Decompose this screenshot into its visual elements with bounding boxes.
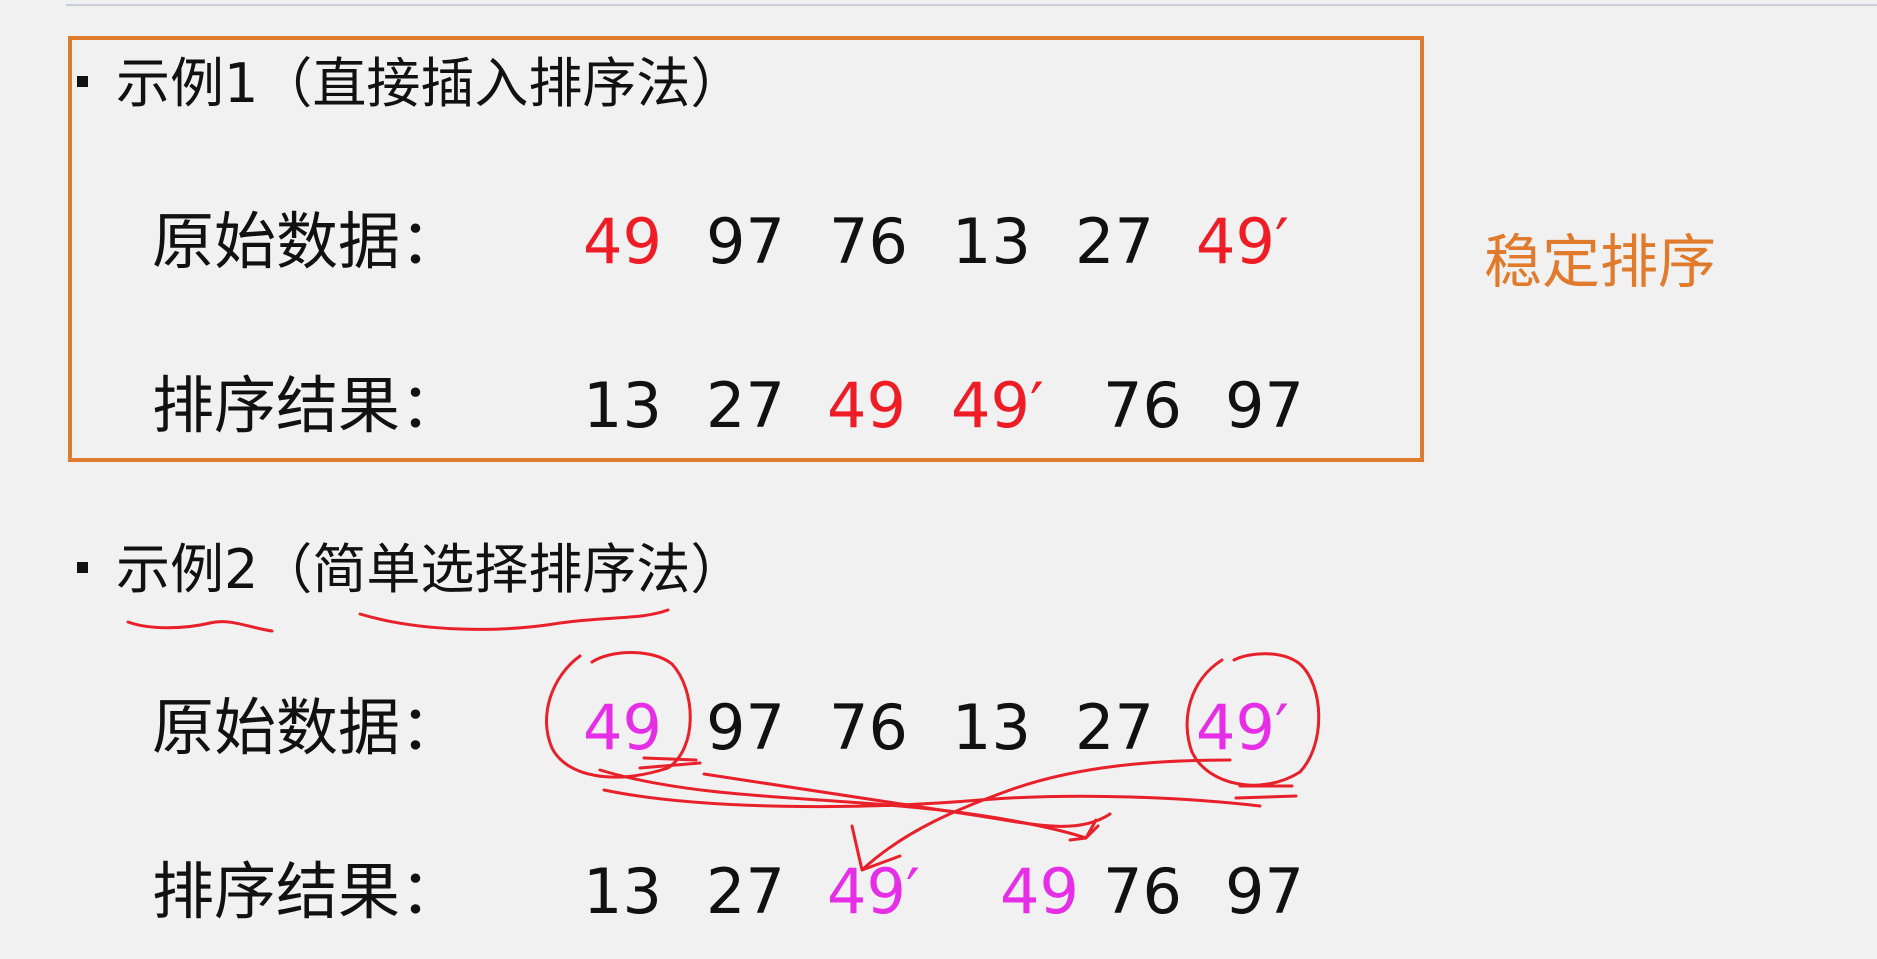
example2-original-label: 原始数据： <box>152 691 463 764</box>
circle-first-49 <box>545 651 692 779</box>
example2-result-value: 49′ <box>827 855 920 928</box>
example2-result-value: 76 <box>1103 855 1182 928</box>
example1-result-value: 49 <box>827 369 906 442</box>
example2-result-value: 97 <box>1225 855 1304 928</box>
swap-return-stroke <box>602 772 1262 828</box>
bullet-icon <box>77 562 88 573</box>
example1-original-label: 原始数据： <box>152 205 463 278</box>
underline-method-name <box>358 608 670 631</box>
example1-result-label: 排序结果： <box>152 369 463 442</box>
example1-original-value: 49 <box>583 205 662 278</box>
example2-original-value: 49 <box>583 691 662 764</box>
example2-result-value: 49 <box>1000 855 1079 928</box>
swap-arrow-last <box>850 758 1232 872</box>
example1-original-value: 76 <box>829 205 908 278</box>
example2-original-value: 13 <box>952 691 1031 764</box>
example1-result-value: 27 <box>706 369 785 442</box>
example1-original-value: 97 <box>706 205 785 278</box>
example2-original-value: 76 <box>829 691 908 764</box>
underline-example2 <box>126 620 274 633</box>
example2-original-value: 49′ <box>1196 691 1289 764</box>
top-rule <box>66 4 1877 6</box>
example1-result-value: 97 <box>1225 369 1304 442</box>
example2-result-label: 排序结果： <box>152 855 463 928</box>
example1-original-value: 13 <box>952 205 1031 278</box>
example2-original-value: 27 <box>1075 691 1154 764</box>
example1-result-value: 76 <box>1103 369 1182 442</box>
tick-under-first-49 <box>638 756 702 770</box>
example1-original-value: 49′ <box>1196 205 1289 278</box>
example1-heading: 示例1（直接插入排序法） <box>116 52 745 115</box>
example1-original-value: 27 <box>1075 205 1154 278</box>
tick-under-last-49 <box>1234 784 1298 800</box>
stable-sort-note: 稳定排序 <box>1484 228 1717 296</box>
example2-result-value: 27 <box>706 855 785 928</box>
example2-original-value: 97 <box>706 691 785 764</box>
bullet-icon <box>77 76 88 87</box>
example1-result-value: 13 <box>583 369 662 442</box>
circle-last-49 <box>1185 652 1321 787</box>
example1-result-value: 49′ <box>951 369 1044 442</box>
example1-highlight-box <box>68 36 1424 462</box>
example2-heading: 示例2（简单选择排序法） <box>116 538 745 601</box>
example2-result-value: 13 <box>583 855 662 928</box>
